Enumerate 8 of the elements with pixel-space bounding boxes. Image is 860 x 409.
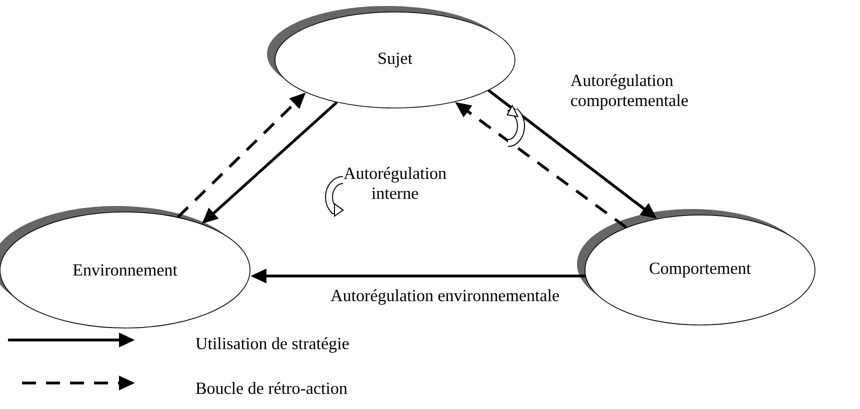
ellipse-node: Sujet	[267, 6, 516, 108]
edge-label: Autorégulation comportementale	[570, 74, 688, 110]
ellipse-node: Environnement	[0, 206, 250, 328]
ellipse-node: Comportement	[577, 209, 816, 326]
label: Autorégulation interne	[344, 167, 446, 199]
legend-text: Boucle de rétro-action	[196, 382, 348, 394]
edge-label: Autorégulation environnementale	[330, 289, 559, 305]
legend-text: Utilisation de stratégie	[196, 337, 349, 353]
